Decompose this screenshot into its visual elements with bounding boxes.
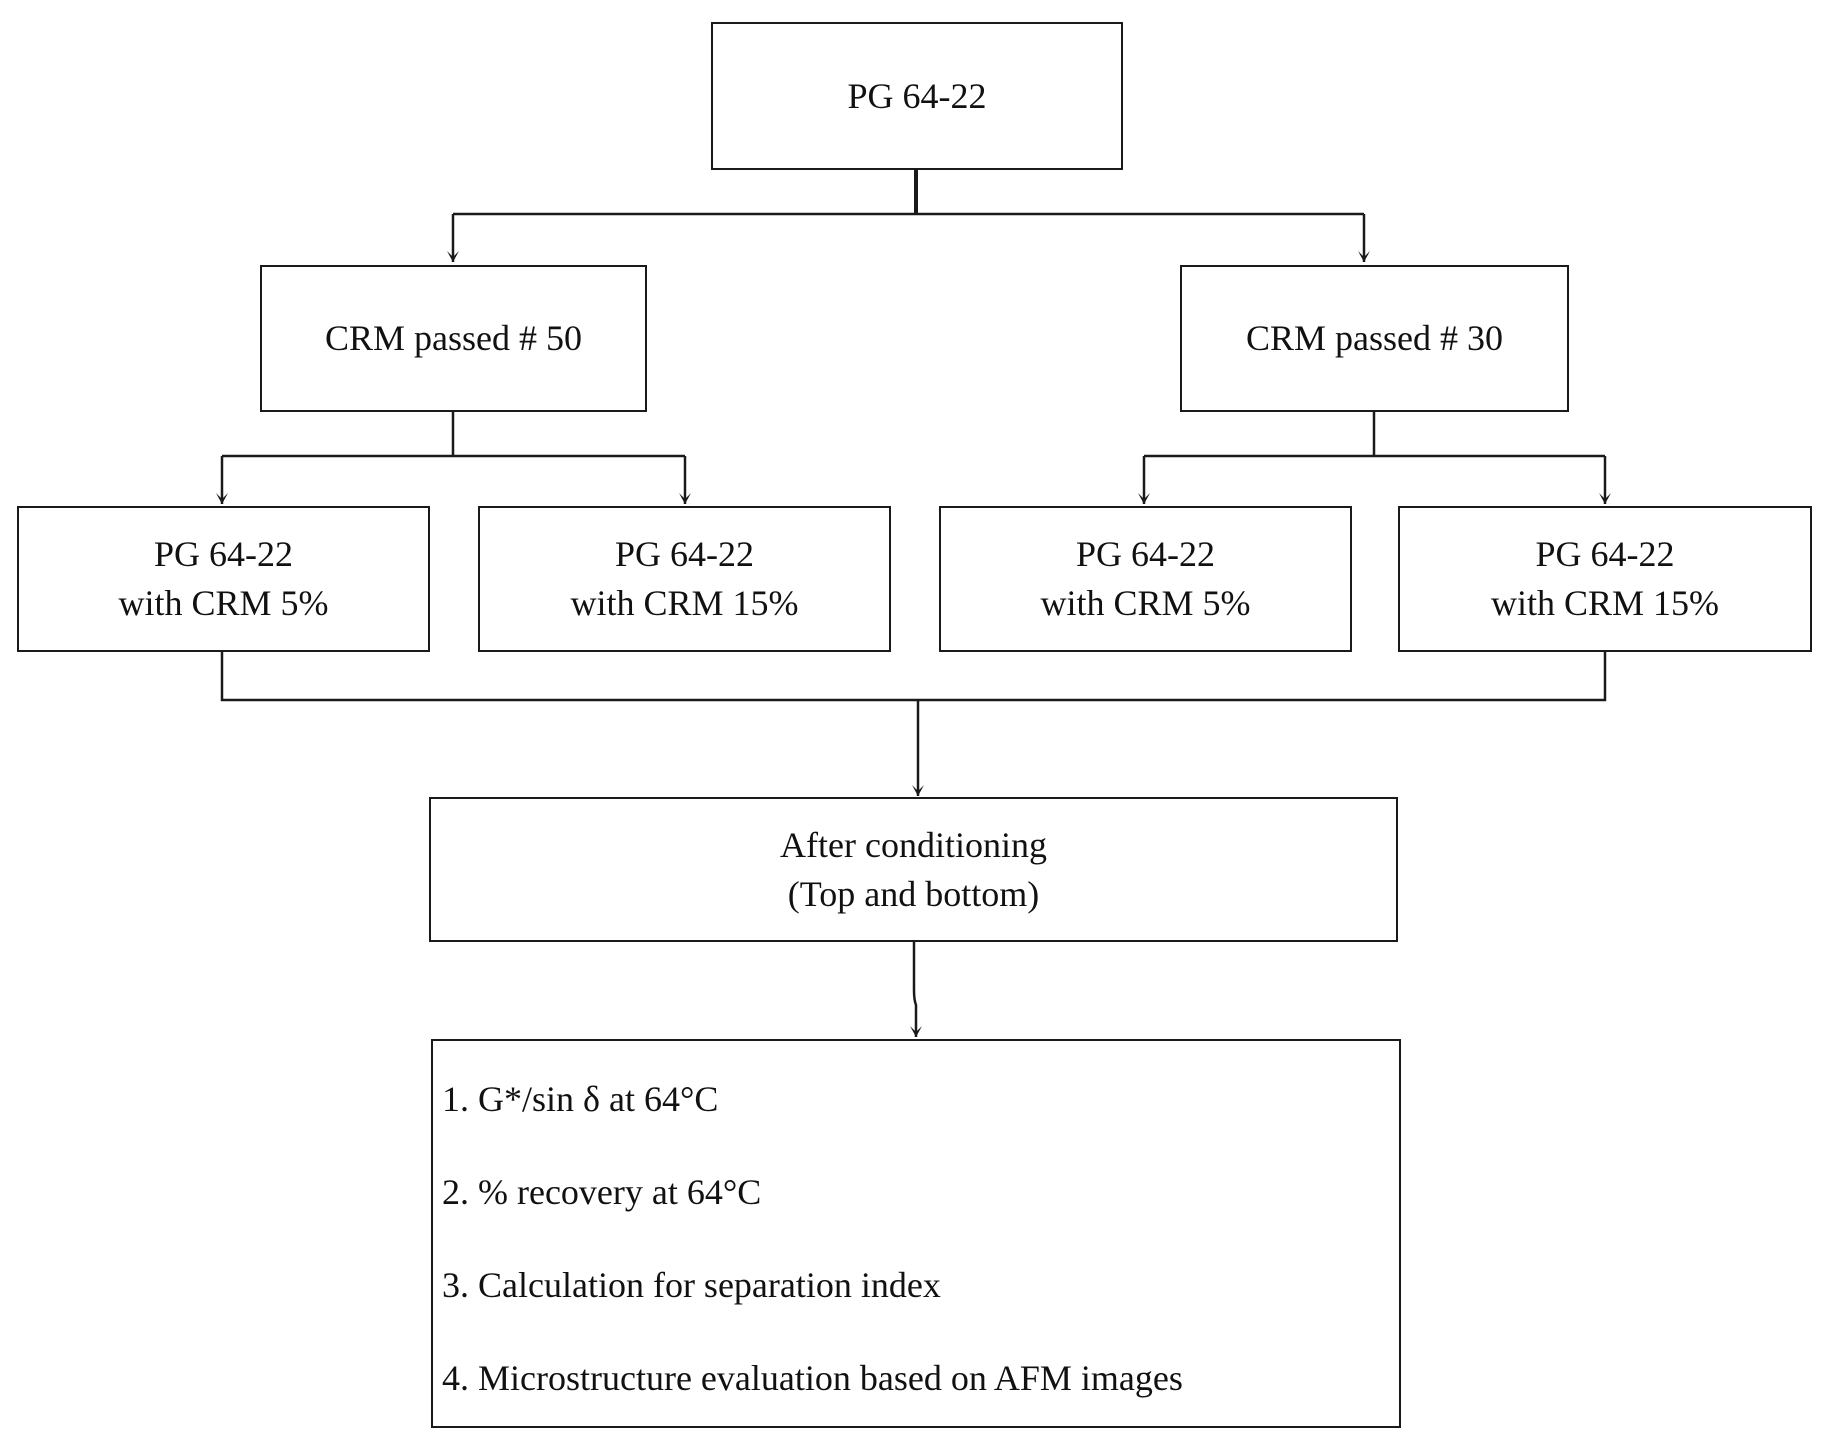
test-item: 1. G*/sin δ at 64°C xyxy=(442,1079,719,1119)
leaf-node-b50-crm15: PG 64-22 with CRM 15% xyxy=(478,506,891,652)
conditioning-line1: After conditioning xyxy=(780,824,1047,865)
branch-label: CRM passed # 30 xyxy=(1245,318,1503,358)
leaf-line2: with CRM 5% xyxy=(1040,583,1251,623)
leaf-node-b30-crm5: PG 64-22 with CRM 5% xyxy=(939,506,1352,652)
tests-node: 1. G*/sin δ at 64°C 2. % recovery at 64°… xyxy=(431,1039,1401,1428)
test-item: 4. Microstructure evaluation based on AF… xyxy=(442,1358,1183,1398)
branch-node-crm-50: CRM passed # 50 xyxy=(260,265,647,412)
leaf-line2: with CRM 5% xyxy=(118,583,329,623)
leaf-line1: PG 64-22 xyxy=(614,534,754,574)
leaf-line2: with CRM 15% xyxy=(1490,583,1720,623)
test-item: 3. Calculation for separation index xyxy=(442,1265,941,1305)
leaf-node-b50-crm5: PG 64-22 with CRM 5% xyxy=(17,506,430,652)
leaf-line1: PG 64-22 xyxy=(1075,534,1215,574)
conditioning-node: After conditioning (Top and bottom) xyxy=(429,797,1398,942)
branch-label: CRM passed # 50 xyxy=(324,318,582,358)
leaf-line1: PG 64-22 xyxy=(153,534,293,574)
conditioning-line2: (Top and bottom) xyxy=(787,873,1040,914)
test-item: 2. % recovery at 64°C xyxy=(442,1172,762,1212)
leaf-node-b30-crm15: PG 64-22 with CRM 15% xyxy=(1398,506,1812,652)
leaf-line1: PG 64-22 xyxy=(1535,534,1675,574)
root-node: PG 64-22 xyxy=(711,22,1123,170)
connector-merge xyxy=(220,652,1607,702)
root-label: PG 64-22 xyxy=(847,75,987,116)
leaf-line2: with CRM 15% xyxy=(570,583,799,623)
branch-node-crm-30: CRM passed # 30 xyxy=(1180,265,1569,412)
arrow-to-tests xyxy=(910,942,922,1037)
